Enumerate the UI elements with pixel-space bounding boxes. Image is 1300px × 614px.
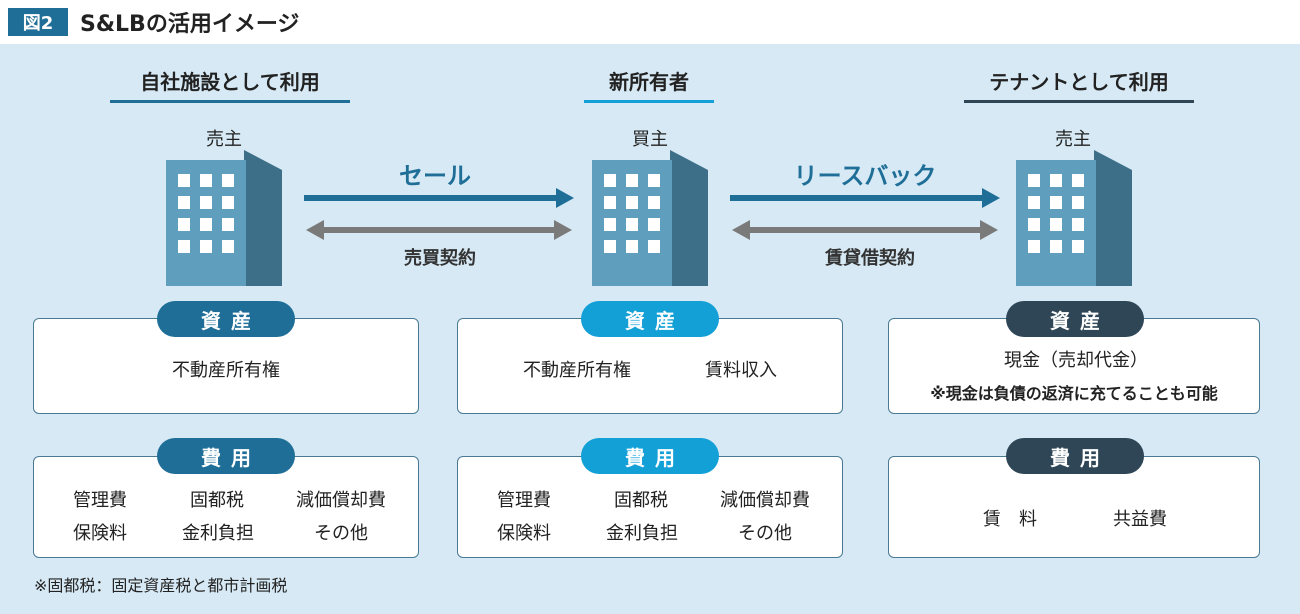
column-heading-tenant: テナントとして利用: [964, 66, 1194, 103]
footnote: ※固都税：固定資産税と都市計画税: [34, 576, 288, 595]
expense-item: 管理費: [73, 490, 127, 511]
asset-item: 不動産所有権: [172, 360, 280, 381]
heading-underline: [584, 100, 714, 103]
expense-item: 金利負担: [606, 523, 678, 544]
leaseback-arrows: [730, 188, 1000, 240]
expense-item: その他: [738, 523, 792, 544]
expense-pill: 費用: [1006, 438, 1144, 474]
expense-item: その他: [314, 523, 368, 544]
building-icon: [166, 150, 282, 286]
column-heading-label: 自社施設として利用: [140, 70, 320, 94]
expense-item: 固都税: [614, 490, 668, 511]
expense-item: 固都税: [190, 490, 244, 511]
asset-pill: 資産: [1006, 301, 1144, 337]
expense-pill: 費用: [581, 438, 719, 474]
expense-item: 減価償却費: [296, 490, 386, 511]
sale-label: セール: [399, 162, 471, 190]
figure-header: 図2 S&LBの活用イメージ: [0, 0, 1300, 42]
expense-item: 保険料: [73, 523, 127, 544]
role-seller: 売主: [206, 129, 242, 150]
building-icon: [1016, 150, 1132, 286]
asset-note: ※現金は負債の返済に充てることも可能: [930, 384, 1218, 403]
expense-item: 金利負担: [182, 523, 254, 544]
expense-item: 減価償却費: [720, 490, 810, 511]
role-seller-tenant: 売主: [1055, 129, 1091, 150]
column-heading-label: テナントとして利用: [989, 70, 1169, 94]
figure-badge: 図2: [8, 8, 68, 36]
expense-item: 保険料: [497, 523, 551, 544]
column-heading-label: 新所有者: [609, 70, 689, 94]
column-heading-self-use: 自社施設として利用: [110, 66, 350, 103]
building-icon: [592, 150, 708, 286]
expense-pill: 費用: [157, 438, 295, 474]
sales-contract-label: 売買契約: [404, 248, 476, 269]
role-buyer: 買主: [632, 129, 668, 150]
leaseback-label: リースバック: [793, 162, 937, 190]
asset-item: 不動産所有権: [523, 360, 631, 381]
asset-item: 賃料収入: [705, 360, 777, 381]
asset-pill: 資産: [157, 301, 295, 337]
column-heading-new-owner: 新所有者: [584, 66, 714, 103]
sale-arrows: [304, 188, 574, 240]
heading-underline: [964, 100, 1194, 103]
heading-underline: [110, 100, 350, 103]
lease-contract-label: 賃貸借契約: [825, 248, 915, 269]
expense-item: 共益費: [1113, 509, 1167, 530]
asset-item: 現金（売却代金）: [1004, 350, 1148, 371]
expense-item: 賃 料: [983, 509, 1037, 530]
expense-item: 管理費: [497, 490, 551, 511]
asset-pill: 資産: [581, 301, 719, 337]
figure-title: S&LBの活用イメージ: [80, 12, 300, 37]
